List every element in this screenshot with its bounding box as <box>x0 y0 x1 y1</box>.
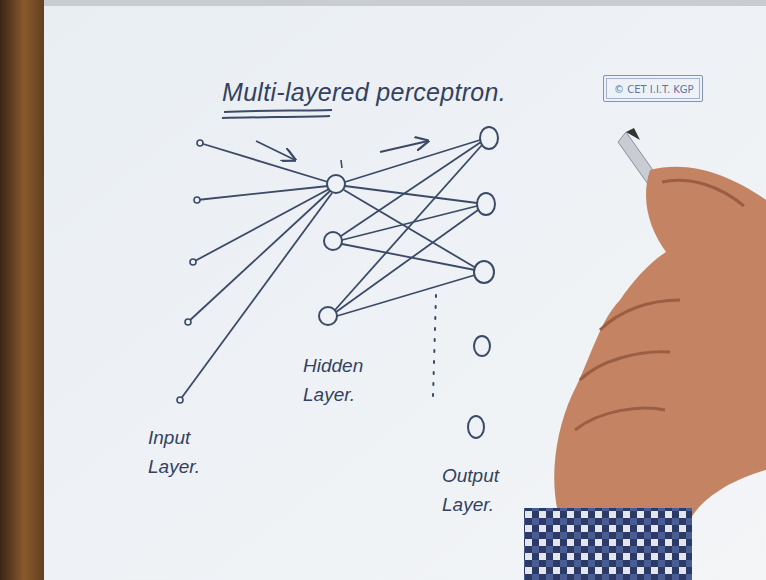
title-underline <box>224 110 332 112</box>
output-node <box>468 416 484 438</box>
layer-label: Output Layer. <box>442 462 499 519</box>
input-node <box>197 140 203 146</box>
hand-with-pen <box>524 128 766 580</box>
layer-label: Hidden Layer. <box>303 352 363 409</box>
weight-line <box>188 191 330 322</box>
weight-line <box>342 244 475 270</box>
layer-label: Input Layer. <box>148 424 200 481</box>
input-node <box>177 397 183 403</box>
weight-line <box>344 190 476 268</box>
output-node <box>474 336 490 356</box>
paper-top <box>44 0 766 6</box>
weight-line <box>200 143 328 182</box>
weight-line <box>197 186 328 200</box>
pen-tip <box>626 128 640 140</box>
output-node <box>477 193 495 215</box>
weight-line <box>336 210 478 312</box>
sleeve <box>524 508 692 580</box>
input-node <box>185 319 191 325</box>
hidden-node <box>327 175 345 193</box>
input-node <box>190 259 196 265</box>
weight-line <box>337 275 475 316</box>
title-underline <box>222 116 330 118</box>
paper-sheet <box>44 0 766 580</box>
watermark-box: © CET I.I.T. KGP <box>603 75 703 102</box>
tick-mark <box>341 160 342 168</box>
diagram-title: Multi-layered perceptron. <box>222 78 506 107</box>
wood-edge <box>0 0 48 580</box>
output-node <box>474 261 494 283</box>
finger-shading <box>575 300 680 430</box>
weight-line <box>342 206 477 240</box>
hidden-node <box>324 232 342 250</box>
hidden-nodes <box>319 175 345 325</box>
dotted-continuation <box>433 295 436 396</box>
finger-shading <box>662 180 744 206</box>
output-node <box>480 127 498 149</box>
input-nodes <box>177 140 203 403</box>
hand <box>554 167 766 520</box>
hidden-node <box>319 307 337 325</box>
flow-arrow <box>380 141 428 152</box>
watermark-text: © CET I.I.T. KGP <box>614 84 692 95</box>
weight-line <box>345 140 480 182</box>
flow-arrow <box>256 141 295 160</box>
output-nodes <box>468 127 498 438</box>
weight-line <box>335 145 482 310</box>
input-node <box>194 197 200 203</box>
